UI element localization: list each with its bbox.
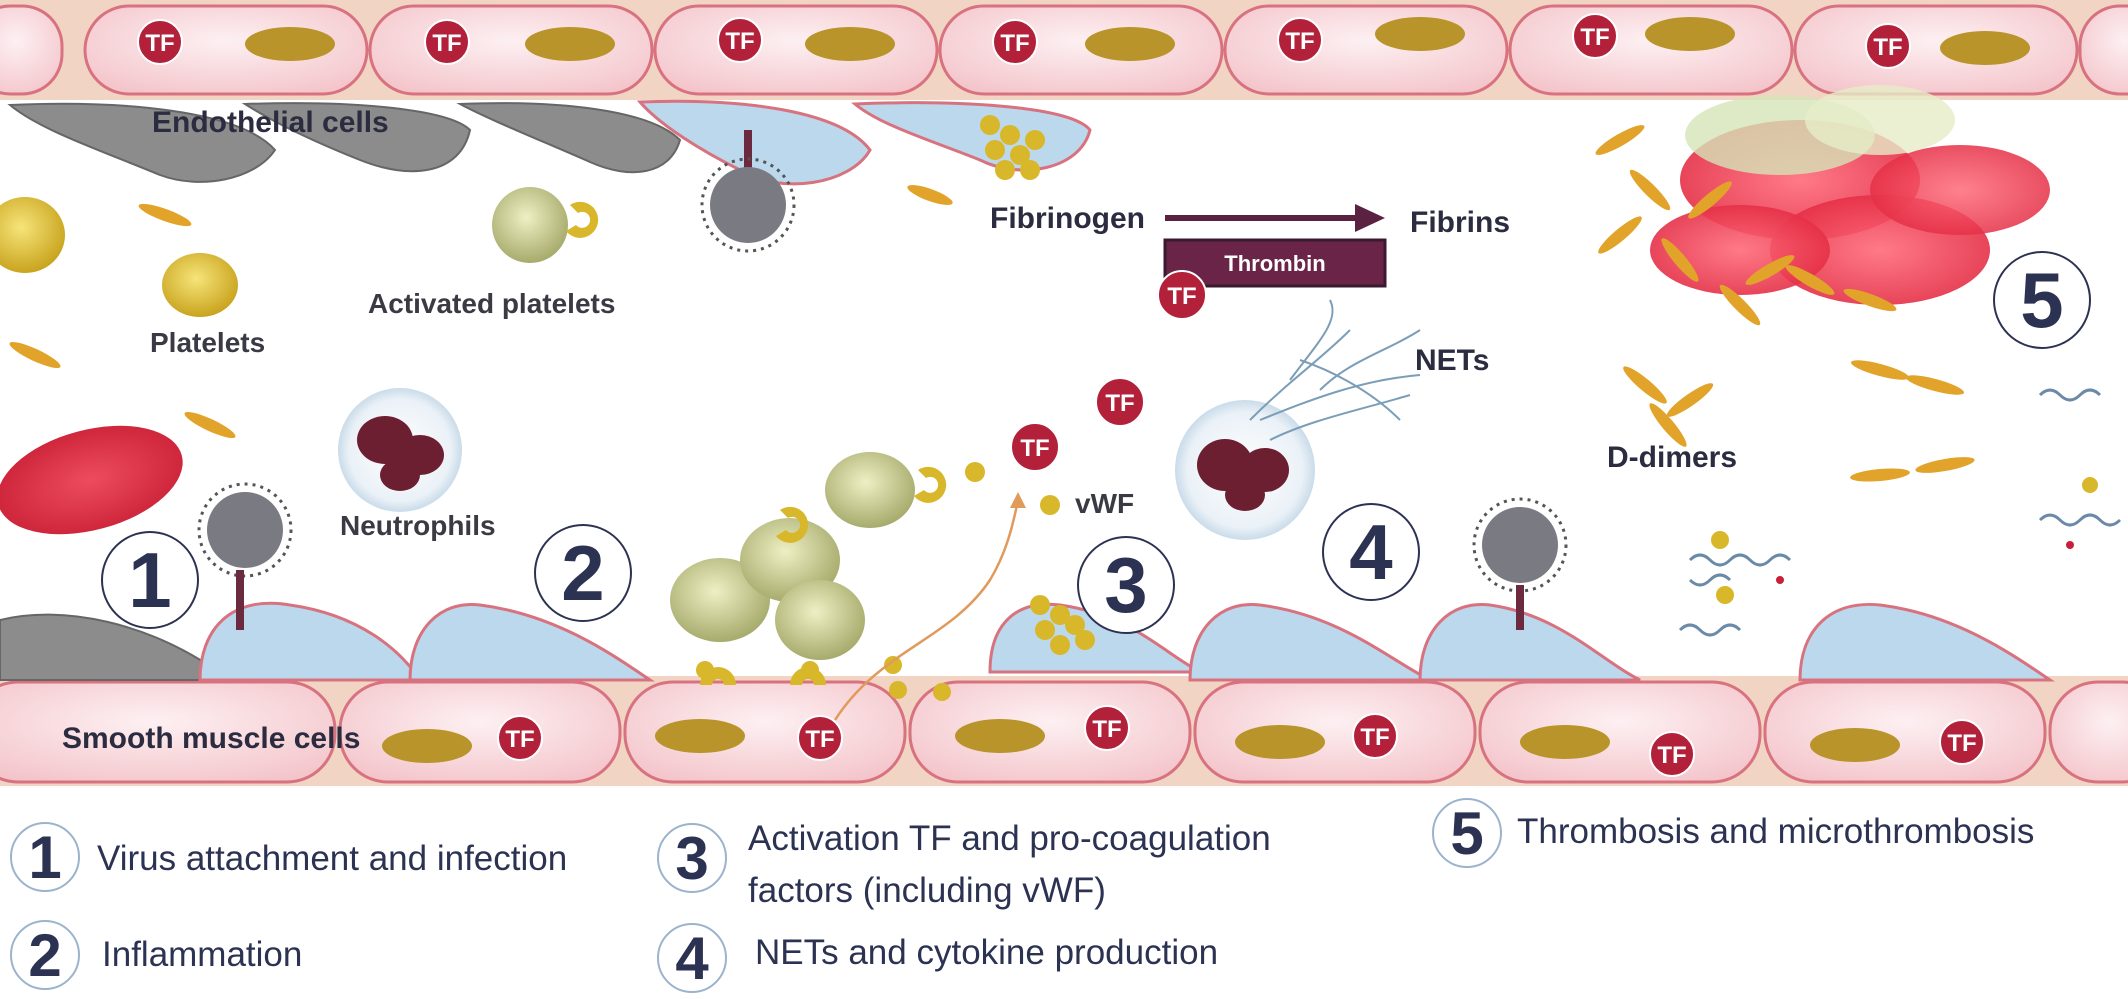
top-endothelial-cells xyxy=(7,99,1092,186)
svg-text:1: 1 xyxy=(128,536,171,624)
neutrophil-left xyxy=(338,388,462,512)
activated-platelets-label: Activated platelets xyxy=(368,288,615,319)
tf-badge: TF xyxy=(137,19,183,65)
virus-step-1 xyxy=(197,482,293,630)
step-marker-3: 3 xyxy=(1077,536,1175,634)
step-marker-2: 2 xyxy=(534,524,632,622)
svg-text:TF: TF xyxy=(1947,730,1976,757)
tf-badge: TF xyxy=(497,715,543,761)
red-blood-cell-left xyxy=(0,425,183,535)
svg-text:TF: TF xyxy=(1092,716,1121,743)
svg-text:factors (including vWF): factors (including vWF) xyxy=(748,871,1106,910)
dna-fragments xyxy=(1678,388,2122,637)
tf-badge: TF xyxy=(1572,13,1618,59)
svg-text:2: 2 xyxy=(561,529,604,617)
tf-badge: TF xyxy=(1095,377,1145,427)
svg-text:Inflammation: Inflammation xyxy=(102,935,302,974)
fibrins-label: Fibrins xyxy=(1410,206,1510,239)
thrombin-bar: Thrombin xyxy=(1163,238,1387,288)
nets-label: NETs xyxy=(1415,344,1489,377)
virus-particles xyxy=(197,130,1568,630)
tf-badge: TF xyxy=(1010,422,1060,472)
tf-badge: TF xyxy=(717,17,763,63)
svg-text:Activation TF and pro-coagulat: Activation TF and pro-coagulation xyxy=(748,819,1271,858)
svg-text:Virus attachment and infection: Virus attachment and infection xyxy=(97,839,567,878)
neutrophils-label: Neutrophils xyxy=(340,510,496,541)
smooth-muscle-cells-label: Smooth muscle cells xyxy=(62,722,360,755)
platelets-label: Platelets xyxy=(150,327,265,358)
legend-item-2: 2 Inflammation xyxy=(10,920,302,990)
svg-text:TF: TF xyxy=(432,30,461,57)
tf-badge: TF xyxy=(1939,719,1985,765)
virus-right xyxy=(1472,497,1568,630)
svg-text:TF: TF xyxy=(1000,30,1029,57)
svg-text:TF: TF xyxy=(1580,24,1609,51)
svg-text:TF: TF xyxy=(505,726,534,753)
dna-dots xyxy=(1711,477,2098,604)
fibrin-mesh xyxy=(1595,125,1975,482)
bottom-endothelial-cells xyxy=(0,601,2055,682)
svg-text:TF: TF xyxy=(1285,28,1314,55)
d-dimers-label: D-dimers xyxy=(1607,441,1737,474)
fibrinogen-label: Fibrinogen xyxy=(990,202,1145,235)
svg-text:2: 2 xyxy=(28,922,61,989)
step-marker-4: 4 xyxy=(1322,503,1420,601)
tf-badge: TF xyxy=(1649,731,1695,777)
legend-item-3: 3 Activation TF and pro-coagulation fact… xyxy=(657,819,1271,910)
platelets xyxy=(0,197,238,317)
legend-item-4: 4 NETs and cytokine production xyxy=(657,923,1218,993)
tf-badge: TF xyxy=(1352,713,1398,759)
fiber-strands xyxy=(9,185,953,439)
activated-platelets xyxy=(492,187,947,660)
vwf-molecules xyxy=(696,115,1095,701)
tf-badge: TF xyxy=(424,19,470,65)
svg-text:TF: TF xyxy=(725,28,754,55)
svg-text:4: 4 xyxy=(675,925,709,992)
thrombin-label: Thrombin xyxy=(1224,251,1325,276)
svg-text:TF: TF xyxy=(805,726,834,753)
svg-text:TF: TF xyxy=(1360,724,1389,751)
virus-top xyxy=(700,130,796,253)
tf-badge: TF xyxy=(1084,705,1130,751)
svg-text:TF: TF xyxy=(145,30,174,57)
bottom-wall-nuclei xyxy=(382,719,1900,763)
vwf-anchors xyxy=(700,667,826,685)
legend-item-1: 1 Virus attachment and infection xyxy=(10,822,567,892)
tf-badge: TF xyxy=(1157,270,1207,320)
svg-text:TF: TF xyxy=(1873,34,1902,61)
vwf-label: vWF xyxy=(1075,488,1134,519)
top-wall-nuclei xyxy=(245,17,2030,65)
tf-badge: TF xyxy=(797,715,843,761)
tf-badge: TF xyxy=(992,19,1038,65)
endothelial-cells-label: Endothelial cells xyxy=(152,106,389,139)
svg-text:3: 3 xyxy=(1104,541,1147,629)
fibrinogen-arrow xyxy=(1165,204,1385,232)
svg-text:TF: TF xyxy=(1020,435,1049,462)
tf-badge: TF xyxy=(1865,23,1911,69)
top-vessel-wall xyxy=(0,0,2128,100)
svg-text:NETs and cytokine production: NETs and cytokine production xyxy=(755,933,1218,972)
svg-text:4: 4 xyxy=(1349,508,1392,596)
svg-text:Thrombosis and microthrombosis: Thrombosis and microthrombosis xyxy=(1517,812,2034,851)
svg-text:TF: TF xyxy=(1657,742,1686,769)
step-marker-1: 1 xyxy=(101,531,199,629)
legend-item-5: 5 Thrombosis and microthrombosis xyxy=(1432,798,2034,868)
step-marker-5: 5 xyxy=(1993,251,2091,349)
nets-strands xyxy=(1249,299,1421,441)
svg-text:TF: TF xyxy=(1167,283,1196,310)
neutrophil-nets xyxy=(1175,299,1421,540)
vwf-release-arrow xyxy=(833,492,1026,721)
svg-text:TF: TF xyxy=(1105,390,1134,417)
svg-text:3: 3 xyxy=(675,825,708,892)
svg-text:5: 5 xyxy=(2020,256,2063,344)
tf-badges: TF TF TF TF TF TF TF TF TF TF TF TF TF T… xyxy=(137,13,1985,777)
svg-text:5: 5 xyxy=(1450,800,1483,867)
svg-text:1: 1 xyxy=(28,824,61,891)
tf-badge: TF xyxy=(1277,17,1323,63)
legend: 1 Virus attachment and infection 2 Infla… xyxy=(10,798,2034,993)
